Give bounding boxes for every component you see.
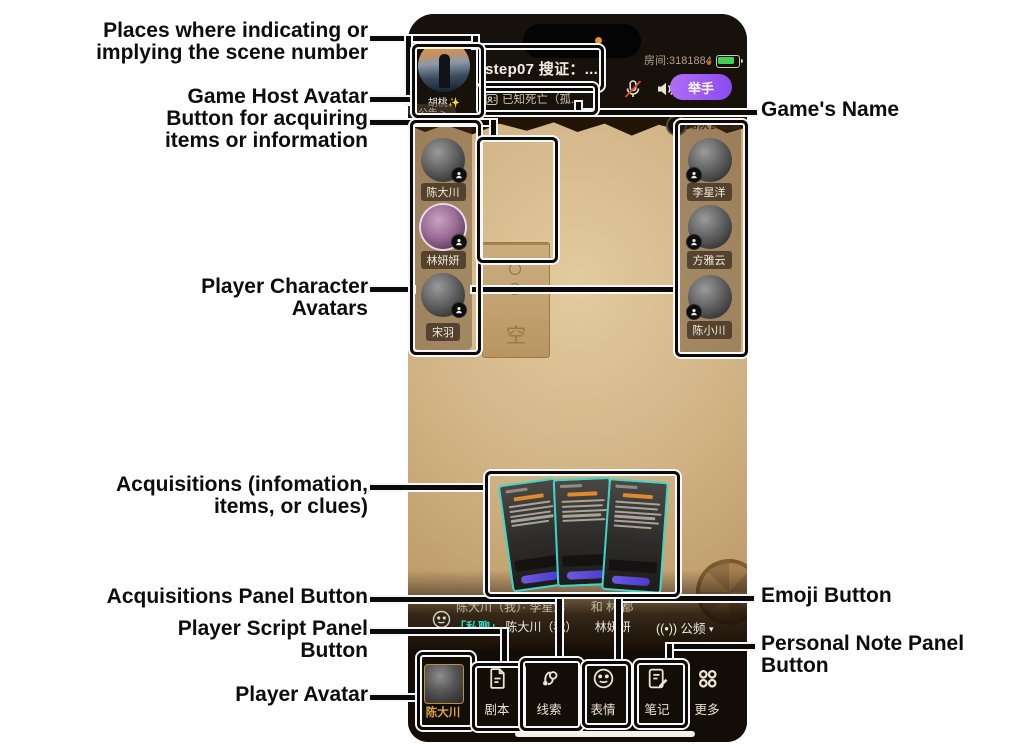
chat-text: 陈大川（我） (505, 620, 578, 634)
player-avatar-chendachuan[interactable] (421, 138, 467, 183)
player-avatar-lixingyang[interactable] (686, 138, 732, 183)
chat-text: 林妍妍 (594, 620, 631, 634)
envelope-empty-label: 空 (506, 325, 526, 347)
script-document-icon (489, 668, 505, 689)
annotation-player-avatar-label: Player Avatar (235, 683, 368, 706)
my-player-avatar[interactable] (424, 664, 464, 704)
raise-hand-button[interactable]: 举手 (670, 74, 732, 100)
clue-card[interactable] (601, 478, 669, 594)
annotation-line (671, 644, 755, 649)
annotation-line (370, 36, 476, 41)
bottom-toolbar: 陈大川 剧本 线索 表情 (408, 650, 747, 742)
member-status-badge (686, 304, 702, 320)
smiley-icon (593, 668, 613, 689)
player-name: 陈小川 (680, 321, 738, 339)
host-name: 胡桃✨ (408, 94, 480, 109)
chevron-down-icon: ▾ (709, 624, 714, 634)
script-button-label: 剧本 (484, 703, 510, 717)
home-indicator[interactable] (515, 731, 695, 737)
clues-button-label: 线索 (536, 703, 562, 717)
top-status-bar: 胡桃✨ step07 搜证：... 已知死亡（孤... 房间:3181884 举… (408, 14, 747, 120)
player-avatar-chenxiaochuan[interactable] (686, 275, 732, 320)
my-player-name: 陈大川 (425, 707, 461, 719)
annotation-scene-number-label: Places where indicating or implying the … (96, 19, 368, 65)
annotation-acquisitions-panel-label: Acquisitions Panel Button (106, 585, 368, 608)
emoji-panel-button[interactable]: 表情 (577, 666, 629, 718)
game-name-text: 已知死亡（孤... (502, 94, 581, 106)
player-name: 方雅云 (680, 251, 738, 269)
annotation-line (473, 36, 478, 48)
annotation-line (370, 597, 562, 602)
broadcast-icon: ((•)) (656, 622, 678, 636)
phone-screenshot: 胡桃✨ step07 搜证：... 已知死亡（孤... 房间:3181884 举… (408, 14, 747, 742)
annotation-line (620, 596, 754, 601)
annotation-line (370, 120, 496, 125)
annotation-note-panel-label: Personal Note Panel Button (761, 632, 965, 678)
clue-thread-icon (542, 671, 557, 686)
chat-text: 陈大川（我）· 李星洋 (456, 600, 566, 614)
channel-label: 公频 (680, 622, 706, 636)
annotation-line (406, 36, 411, 104)
chat-emoji-icon[interactable] (432, 610, 451, 629)
grid-more-icon (698, 669, 717, 688)
annotation-line (576, 110, 757, 115)
annotation-line (616, 596, 621, 663)
recording-dot-icon (595, 37, 602, 44)
script-tag-icon (485, 93, 498, 105)
acquire-envelope-button[interactable]: 空 (482, 242, 550, 358)
note-pencil-icon (648, 668, 667, 689)
chat-text: 和 林 都 (590, 600, 634, 614)
member-status-badge (686, 167, 702, 183)
member-status-badge (451, 302, 467, 318)
microphone-muted-icon[interactable] (622, 78, 644, 100)
annotation-host-avatar-label: Game Host Avatar (187, 85, 368, 108)
battery-icon (716, 55, 743, 68)
player-name: 宋羽 (414, 323, 472, 341)
annotation-line (370, 695, 419, 700)
room-number: 房间:3181884 (644, 55, 712, 67)
annotation-line (557, 597, 562, 660)
annotation-acquire-button-label: Button for acquiring items or informatio… (164, 107, 368, 153)
player-avatar-songyu[interactable] (421, 273, 467, 318)
annotation-emoji-button-label: Emoji Button (761, 584, 892, 607)
chat-message-line1: 陈大川（我）· 李星洋 和 林 都 (456, 598, 633, 615)
annotation-acquisitions-label: Acquisitions (infomation, items, or clue… (116, 473, 368, 519)
player-name: 陈大川 (414, 183, 472, 201)
annotation-line (576, 102, 581, 112)
clues-panel-button[interactable]: 线索 (523, 666, 575, 718)
notes-panel-button[interactable]: 笔记 (631, 666, 683, 718)
member-status-badge (451, 234, 467, 250)
annotation-game-name-label: Game's Name (761, 98, 900, 121)
annotation-line (370, 97, 414, 102)
host-avatar[interactable] (418, 40, 470, 92)
annotation-line (491, 120, 496, 140)
script-panel-button[interactable]: 剧本 (471, 666, 523, 718)
annotation-script-panel-label: Player Script Panel Button (177, 617, 368, 663)
annotation-line (502, 629, 507, 665)
game-table-background: 帮队长过渡 陈大川 林妍妍 宋羽 李星洋 方雅云 (408, 114, 747, 650)
emoji-button-label: 表情 (590, 703, 616, 717)
player-name: 李星洋 (680, 183, 738, 201)
status-dot-icon (707, 61, 711, 65)
channel-selector[interactable]: ((•)) 公频 ▾ (656, 618, 714, 637)
annotation-line (667, 644, 672, 662)
annotation-line (370, 287, 414, 292)
member-status-badge (451, 167, 467, 183)
player-avatar-fangyayun[interactable] (686, 205, 732, 250)
annotation-line (370, 629, 507, 634)
annotation-player-avatars-label: Player Character Avatars (201, 275, 368, 321)
scene-step-title[interactable]: step07 搜证：... (485, 61, 599, 78)
more-button[interactable]: 更多 (681, 666, 733, 718)
notes-button-label: 笔记 (644, 703, 670, 717)
more-button-label: 更多 (694, 703, 720, 717)
player-avatar-linyanyan[interactable] (421, 205, 467, 250)
envelope-clasp-icon (509, 263, 521, 275)
member-status-badge (686, 234, 702, 250)
camera-notch (523, 24, 641, 58)
annotation-line (370, 485, 487, 490)
game-name-row[interactable]: 已知死亡（孤... (485, 91, 581, 107)
player-name: 林妍妍 (414, 251, 472, 269)
annotation-line (472, 287, 678, 292)
